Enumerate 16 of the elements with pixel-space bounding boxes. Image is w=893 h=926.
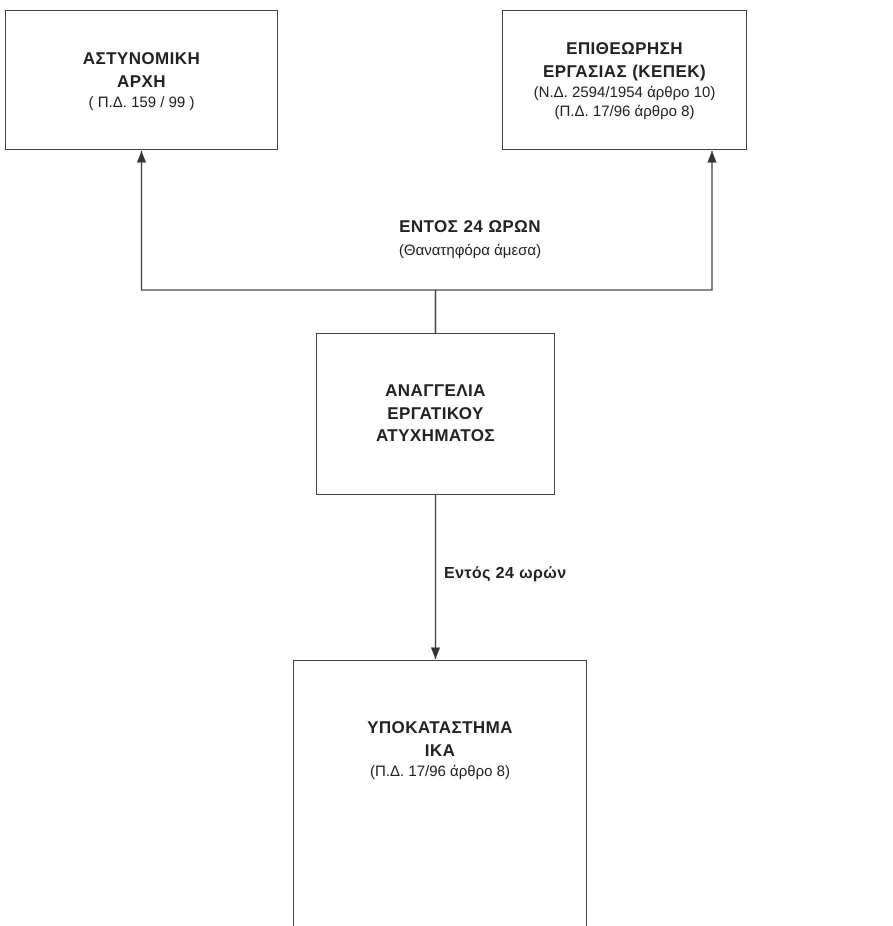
box-title: ΕΠΙΘΕΩΡΗΣΗ ΕΡΓΑΣΙΑΣ (ΚΕΠΕΚ)	[542, 38, 708, 84]
law-reference: (Π.Δ. 17/96 άρθρο 8)	[370, 762, 510, 782]
arrow	[434, 151, 717, 333]
box-title: ΑΣΤΥΝΟΜΙΚΗ ΑΡΧΗ	[82, 48, 202, 93]
process-box	[502, 10, 747, 150]
box-title: ΑΝΑΓΓΕΛΙΑ ΕΡΓΑΤΙΚΟΥ ΑΤΥΧΗΜΑΤΟΣ	[375, 380, 496, 448]
law-reference: (Ν.Δ. 2594/1954 άρθρο 10)	[534, 84, 716, 103]
note-label: (Θανατηφόρα άμεσα)	[398, 240, 542, 260]
process-box	[293, 660, 587, 926]
process-box	[5, 10, 278, 150]
law-reference: (Π.Δ. 17/96 άρθρο 8)	[554, 102, 694, 122]
box-title: ΥΠΟΚΑΤΑΣΤΗΜΑ ΙΚΑ	[366, 717, 514, 762]
process-box	[316, 333, 555, 495]
law-reference: ( Π.Δ. 159 / 99 )	[88, 94, 194, 112]
deadline-label: ΕΝΤΟΣ 24 ΩΡΩΝ	[399, 216, 541, 238]
arrow	[430, 495, 440, 659]
